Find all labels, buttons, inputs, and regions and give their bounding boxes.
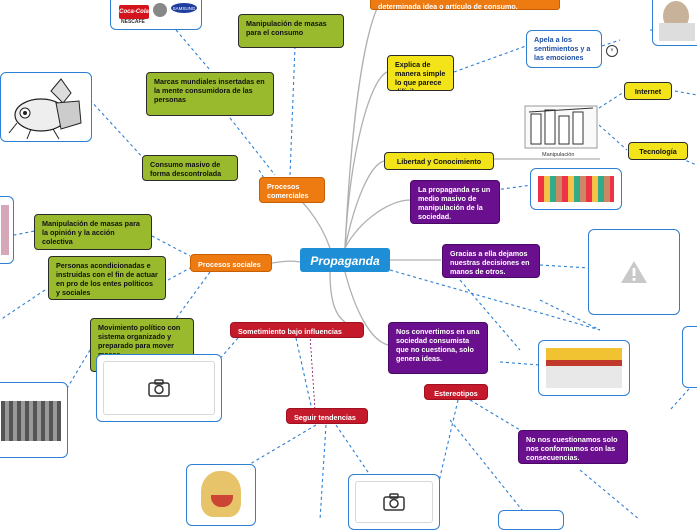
image-placeholder-2[interactable] bbox=[348, 474, 440, 530]
left-edge-image[interactable] bbox=[0, 196, 14, 264]
manipulacion-opinion-text: Manipulación de masas para la opinión y … bbox=[42, 219, 140, 246]
apple-logo bbox=[153, 3, 167, 17]
person-shirt bbox=[659, 23, 695, 41]
no-cuestionamos-text: No nos cuestionamos solo nos conformamos… bbox=[526, 435, 618, 462]
marcas-mundiales-node[interactable]: Marcas mundiales insertadas en la mente … bbox=[146, 72, 274, 116]
consumo-masivo-node[interactable]: Consumo masivo de forma descontrolada bbox=[142, 155, 238, 181]
seguir-tendencias-node[interactable]: Seguir tendencias bbox=[286, 408, 368, 424]
cartoon-image[interactable] bbox=[186, 464, 256, 526]
sometimiento-text: Sometimiento bajo influencias bbox=[238, 327, 342, 336]
image-placeholder-2-inner bbox=[355, 481, 433, 523]
internet-text: Internet bbox=[634, 87, 662, 96]
medio-masivo-text: La propaganda es un medio masivo de mani… bbox=[418, 185, 491, 221]
medio-masivo-node[interactable]: La propaganda es un medio masivo de mani… bbox=[410, 180, 500, 224]
soldiers-image[interactable] bbox=[0, 382, 68, 458]
nescafe-logo: NESCAFÉ bbox=[121, 19, 145, 25]
no-cuestionamos-node[interactable]: No nos cuestionamos solo nos conformamos… bbox=[518, 430, 628, 464]
procesos-comerciales-node[interactable]: Procesos comerciales bbox=[259, 177, 325, 203]
consumo-idea-text: determinada idea o artículo de consumo. bbox=[378, 2, 518, 10]
central-topic-text: Propaganda bbox=[310, 254, 380, 268]
seguir-tendencias-text: Seguir tendencias bbox=[294, 413, 356, 422]
warning-wrapper bbox=[589, 230, 679, 314]
bottom-partial-image[interactable] bbox=[498, 510, 564, 530]
sometimiento-node[interactable]: Sometimiento bajo influencias bbox=[230, 322, 364, 338]
decisiones-node[interactable]: Gracias a ella dejamos nuestras decision… bbox=[442, 244, 540, 278]
tecnologia-text: Tecnología bbox=[639, 147, 677, 156]
camera-icon bbox=[148, 379, 170, 397]
personas-acondicionadas-node[interactable]: Personas acondicionadas e instruidas con… bbox=[48, 256, 166, 300]
manipulation-illustration[interactable] bbox=[523, 104, 599, 150]
apela-sentimientos-text: Apela a los sentimientos y a las emocion… bbox=[534, 35, 591, 62]
sociedad-consumista-node[interactable]: Nos convertimos en una sociedad consumis… bbox=[388, 322, 488, 374]
consumo-idea-node[interactable]: determinada idea o artículo de consumo. bbox=[370, 0, 560, 10]
camera-icon bbox=[383, 493, 405, 511]
explica-simple-node[interactable]: Explica de manera simple lo que parece d… bbox=[387, 55, 454, 91]
person-photo[interactable] bbox=[652, 0, 697, 46]
manipulacion-consumo-node[interactable]: Manipulación de masas para el consumo bbox=[238, 14, 344, 48]
image-warning-placeholder[interactable] bbox=[588, 229, 680, 315]
procesos-sociales-node[interactable]: Procesos sociales bbox=[190, 254, 272, 272]
decisiones-text: Gracias a ella dejamos nuestras decision… bbox=[450, 249, 530, 276]
manipulacion-consumo-text: Manipulación de masas para el consumo bbox=[246, 19, 327, 37]
estereotipos-text: Estereotipos bbox=[434, 389, 478, 398]
internet-node[interactable]: Internet bbox=[624, 82, 672, 100]
image-placeholder-1[interactable] bbox=[96, 354, 222, 422]
procesos-comerciales-text: Procesos comerciales bbox=[267, 182, 309, 200]
samsung-logo: SAMSUNG bbox=[171, 3, 197, 13]
tecnologia-node[interactable]: Tecnología bbox=[628, 142, 688, 160]
manipulation-drawing bbox=[524, 105, 598, 149]
crowd-photo bbox=[538, 176, 614, 202]
consumerism-drawing bbox=[8, 78, 82, 140]
marcas-mundiales-text: Marcas mundiales insertadas en la mente … bbox=[154, 77, 265, 104]
libertad-conocimiento-node[interactable]: Libertad y Conocimiento bbox=[384, 152, 494, 170]
explica-simple-text: Explica de manera simple lo que parece d… bbox=[395, 60, 446, 90]
crowd-image[interactable] bbox=[530, 168, 622, 210]
cartoon-mouth bbox=[211, 495, 233, 507]
gender-icon[interactable]: ♀ bbox=[606, 45, 618, 57]
estereotipos-node[interactable]: Estereotipos bbox=[424, 384, 488, 400]
personas-acondicionadas-text: Personas acondicionadas e instruidas con… bbox=[56, 261, 158, 297]
cartoon-face bbox=[201, 471, 241, 517]
sociedad-consumista-text: Nos convertimos en una sociedad consumis… bbox=[396, 327, 480, 363]
right-edge-image[interactable] bbox=[682, 326, 697, 388]
store-photo bbox=[546, 348, 622, 388]
libertad-conocimiento-text: Libertad y Conocimiento bbox=[396, 157, 482, 166]
apela-sentimientos-node[interactable]: Apela a los sentimientos y a las emocion… bbox=[526, 30, 602, 68]
cocacola-logo: Coca-Cola bbox=[119, 5, 149, 19]
manipulacion-opinion-node[interactable]: Manipulación de masas para la opinión y … bbox=[34, 214, 152, 250]
central-topic[interactable]: Propaganda bbox=[300, 248, 390, 272]
brand-logos-image[interactable]: Coca-Cola SAMSUNG NESCAFÉ bbox=[110, 0, 202, 30]
warning-icon bbox=[621, 261, 647, 283]
manipulation-caption: Manipulación bbox=[542, 152, 575, 158]
consumo-masivo-text: Consumo masivo de forma descontrolada bbox=[150, 160, 222, 178]
consumerism-illustration[interactable] bbox=[0, 72, 92, 142]
procesos-sociales-text: Procesos sociales bbox=[198, 260, 261, 269]
store-image[interactable] bbox=[538, 340, 630, 396]
left-edge-photo bbox=[1, 205, 9, 255]
soldiers-photo bbox=[1, 401, 61, 441]
image-placeholder-1-inner bbox=[103, 361, 215, 415]
